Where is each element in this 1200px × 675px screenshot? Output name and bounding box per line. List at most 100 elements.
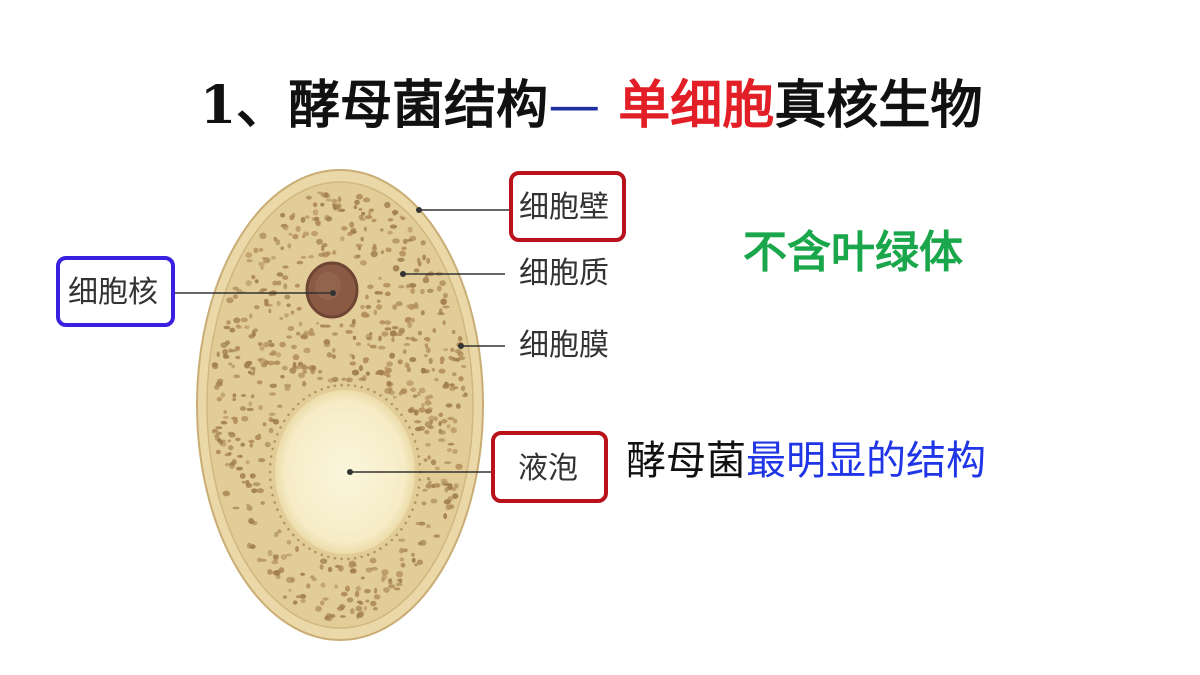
granule — [379, 291, 383, 295]
vacuole-rim-dot — [408, 426, 411, 429]
granule — [251, 520, 258, 526]
granule — [296, 260, 304, 265]
granule — [424, 400, 432, 406]
granule — [418, 387, 426, 394]
granule — [331, 354, 336, 359]
granule — [296, 331, 301, 336]
granule — [368, 209, 372, 216]
granule — [389, 352, 395, 359]
granule — [430, 459, 437, 466]
vacuole-rim-dot — [320, 388, 324, 391]
note-vacuole-prefix: 酵母菌 — [626, 438, 746, 484]
granule — [438, 430, 446, 435]
granule — [442, 305, 450, 309]
granule — [285, 553, 293, 557]
granule — [352, 335, 357, 340]
granule — [298, 321, 303, 327]
granule — [332, 347, 336, 353]
granule — [280, 246, 285, 250]
granule — [443, 348, 449, 352]
granule — [457, 336, 463, 342]
granule — [377, 345, 386, 350]
granule — [235, 345, 241, 351]
granule — [302, 369, 308, 374]
granule — [232, 286, 239, 291]
granule — [369, 332, 373, 336]
granule — [397, 359, 403, 365]
granule — [251, 274, 256, 279]
granule — [300, 334, 308, 339]
granule — [245, 252, 253, 259]
page-title: 1、酵母菌结构— 单细胞真核生物 — [200, 72, 982, 140]
granule — [224, 453, 232, 457]
granule — [440, 361, 444, 365]
granule — [365, 294, 369, 300]
granule — [425, 409, 430, 415]
vacuole-rim-dot — [366, 388, 370, 391]
granule — [249, 544, 256, 550]
granule — [262, 422, 267, 427]
granule — [323, 324, 331, 328]
vacuole-rim-dot — [400, 413, 403, 417]
granule — [300, 216, 306, 223]
granule — [361, 211, 366, 216]
granule — [350, 608, 355, 615]
granule — [408, 303, 416, 310]
granule — [288, 588, 292, 592]
granule — [450, 347, 455, 352]
note-no-chloroplast: 不含叶绿体 — [743, 227, 963, 278]
granule — [424, 343, 429, 349]
granule — [286, 540, 292, 545]
granule — [363, 197, 371, 203]
granule — [432, 328, 437, 333]
granule — [312, 202, 318, 208]
granule — [323, 339, 331, 345]
granule — [233, 317, 241, 324]
granule — [271, 560, 279, 565]
granule — [392, 265, 400, 272]
granule — [444, 461, 452, 465]
vacuole-rim-dot — [327, 385, 330, 389]
granule — [254, 279, 259, 284]
granule — [244, 325, 250, 330]
granule — [392, 304, 398, 310]
granule — [347, 231, 353, 236]
granule — [451, 329, 456, 335]
granule — [453, 483, 459, 489]
granule — [292, 600, 298, 605]
granule — [222, 349, 229, 355]
granule — [214, 385, 220, 390]
granule — [389, 224, 398, 229]
granule — [287, 243, 292, 249]
granule — [446, 424, 451, 429]
granule — [360, 304, 365, 310]
granule — [450, 427, 457, 434]
granule — [461, 394, 467, 398]
granule — [310, 575, 315, 579]
granule — [240, 394, 247, 397]
granule — [440, 478, 448, 482]
granule — [253, 247, 259, 254]
granule — [254, 434, 262, 441]
granule — [396, 571, 403, 578]
granule — [395, 582, 403, 587]
granule — [392, 210, 397, 216]
granule — [423, 458, 428, 462]
granule — [399, 250, 406, 257]
granule — [240, 406, 246, 411]
vacuole-rim-dot — [283, 521, 286, 525]
granule — [455, 403, 461, 409]
granule — [212, 428, 219, 433]
granule — [220, 420, 228, 425]
granule — [269, 412, 276, 416]
granule — [229, 349, 236, 353]
granule — [320, 600, 325, 606]
granule — [388, 580, 393, 585]
granule — [412, 394, 418, 398]
granule — [257, 342, 263, 347]
granule — [362, 358, 369, 364]
vacuole-rim-dot — [353, 556, 357, 560]
granule — [250, 394, 255, 399]
granule — [370, 250, 378, 258]
vacuole-rim-dot — [291, 407, 295, 411]
